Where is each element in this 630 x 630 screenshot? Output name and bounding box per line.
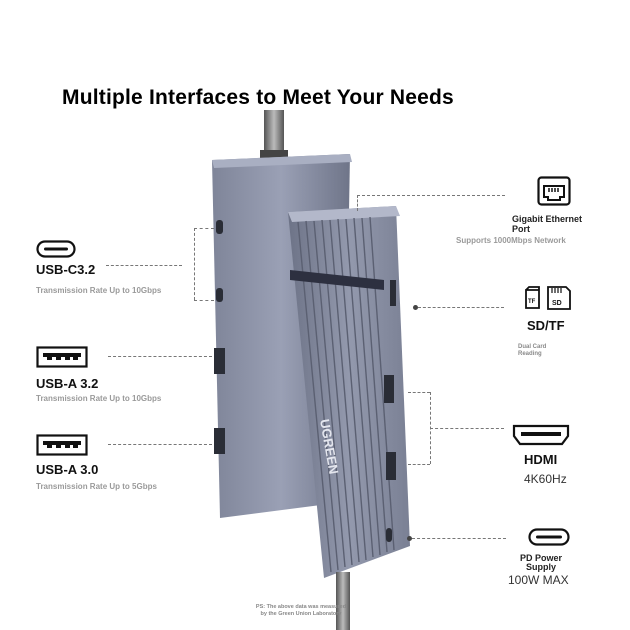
hdmi-icon <box>512 424 570 446</box>
footnote: PS: The above data was measured by the G… <box>246 604 356 618</box>
usb-a32-title: USB-A 3.2 <box>36 376 99 391</box>
usb-c32-subtitle: Transmission Rate Up to 10Gbps <box>36 286 162 295</box>
usb-a32-subtitle: Transmission Rate Up to 10Gbps <box>36 394 162 403</box>
ethernet-icon <box>537 176 571 206</box>
footnote-line2: by the Green Union Laboratory <box>260 611 342 617</box>
hdmi-leader-line <box>430 428 504 429</box>
hdmi-subtitle: 4K60Hz <box>524 472 567 486</box>
usb-c32-title: USB-C3.2 <box>36 262 96 277</box>
sdtf-note-line2: Reading <box>518 351 542 357</box>
ethernet-title-line2: Port <box>512 224 530 234</box>
svg-text:SD: SD <box>552 300 562 307</box>
pd-leader-line <box>412 538 506 539</box>
usb-a-icon <box>36 346 88 368</box>
ethernet-title-line1: Gigabit Ethernet <box>512 214 583 224</box>
usb-c-icon <box>36 240 76 258</box>
usb-a32-leader-line <box>108 356 212 357</box>
usb-a30-subtitle: Transmission Rate Up to 5Gbps <box>36 482 157 491</box>
usb-c32-bracket-bottom <box>194 300 214 301</box>
page-headline: Multiple Interfaces to Meet Your Needs <box>62 86 454 109</box>
usb-c-pd-icon <box>528 528 570 546</box>
ethernet-leader-line <box>357 195 505 196</box>
pd-title-line2: Supply <box>526 562 557 572</box>
usb-hub-illustration: UGREEN <box>212 110 410 630</box>
hdmi-bracket-top <box>408 392 430 393</box>
sdtf-leader-line <box>418 307 504 308</box>
pd-subtitle: 100W MAX <box>508 573 569 587</box>
footnote-line1: PS: The above data was measured <box>255 604 347 610</box>
sdtf-anchor-dot <box>413 305 418 310</box>
usb-a30-title: USB-A 3.0 <box>36 462 99 477</box>
usb-a-icon <box>36 434 88 456</box>
ethernet-leader-vertical <box>357 195 358 211</box>
sd-tf-card-icon: TF SD <box>525 286 571 310</box>
ethernet-subtitle: Supports 1000Mbps Network <box>456 236 566 245</box>
pd-anchor-dot <box>407 536 412 541</box>
svg-text:TF: TF <box>528 299 536 305</box>
usb-c32-bracket-top <box>194 228 214 229</box>
usb-a30-leader-line <box>108 444 212 445</box>
usb-c32-bracket <box>194 228 195 300</box>
sdtf-note-line1: Dual Card <box>518 344 547 350</box>
usb-c32-leader-line <box>106 265 182 266</box>
sdtf-title: SD/TF <box>527 318 565 333</box>
hdmi-bracket-bottom <box>408 464 430 465</box>
pd-title-line1: PD Power <box>520 553 563 563</box>
hdmi-title: HDMI <box>524 452 558 467</box>
